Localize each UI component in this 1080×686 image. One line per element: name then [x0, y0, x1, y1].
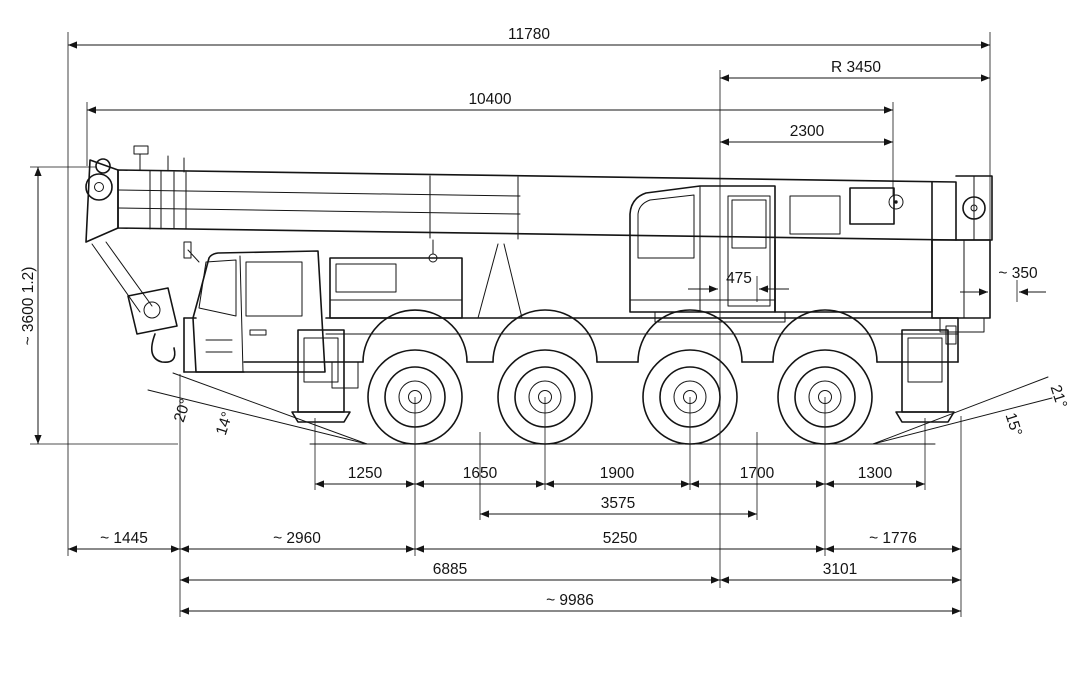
dim-overall-length: 11780	[508, 26, 550, 43]
dim-350: ~ 350	[998, 265, 1038, 282]
rear-outrigger	[895, 329, 955, 423]
counterweight	[931, 239, 991, 319]
boom-head	[85, 145, 185, 243]
driver-cab	[183, 241, 326, 373]
hook-block	[91, 241, 178, 364]
dim-boom-length: 10400	[468, 91, 511, 108]
boom-rear-bracket	[955, 175, 993, 241]
hook-icon	[150, 333, 176, 364]
dimensions: 11780 R 3450 10400 2300 ~ 3600 1.2) 475 …	[20, 26, 1046, 615]
dim-spacing-1: 1250	[348, 465, 383, 482]
angle-rear-inner: 15°	[1002, 411, 1025, 439]
carrier-chassis	[183, 243, 959, 389]
wheel-axle-4	[777, 349, 873, 445]
operator-cab	[629, 185, 776, 313]
angle-front-outer: 20°	[171, 397, 194, 425]
dim-spacing-5: 1300	[858, 465, 893, 482]
hoist-winch	[849, 187, 895, 225]
dim-spacing-3: 1900	[600, 465, 635, 482]
dim-6885: 6885	[433, 561, 467, 578]
dim-bogie-span: 3575	[601, 495, 635, 512]
wheel-axle-2	[497, 349, 593, 445]
pivot-point	[888, 194, 904, 210]
angle-front-inner: 14°	[213, 410, 236, 438]
crane-drawing	[85, 145, 993, 445]
angle-rear-outer: 21°	[1047, 383, 1070, 411]
boom	[85, 145, 993, 364]
turntable	[654, 311, 786, 323]
mirror-icon	[183, 241, 192, 259]
dim-2960: ~ 2960	[273, 530, 321, 547]
front-outrigger	[291, 329, 351, 423]
wheel-axle-1	[367, 349, 463, 445]
engine-deck	[654, 181, 991, 333]
boom-rest	[477, 243, 499, 319]
dim-spacing-4: 1700	[740, 465, 775, 482]
dim-front-overhang: ~ 1445	[100, 530, 148, 547]
angle-lines: 20° 14° 21° 15°	[147, 372, 1070, 445]
wheel-axle-3	[642, 349, 738, 445]
tail-light	[945, 325, 957, 345]
dim-2300: 2300	[790, 123, 825, 140]
dim-rear-overhang: ~ 1776	[869, 530, 917, 547]
dim-475: 475	[726, 270, 752, 287]
dim-wheelbase: 5250	[603, 530, 638, 547]
storage-box	[331, 361, 359, 389]
deck-box	[329, 257, 463, 319]
dim-carrier-length: ~ 9986	[546, 592, 594, 609]
dim-spacing-2: 1650	[463, 465, 498, 482]
dim-3101: 3101	[823, 561, 857, 578]
dim-height: ~ 3600 1.2)	[20, 267, 37, 346]
dim-tail-radius: R 3450	[831, 59, 881, 76]
